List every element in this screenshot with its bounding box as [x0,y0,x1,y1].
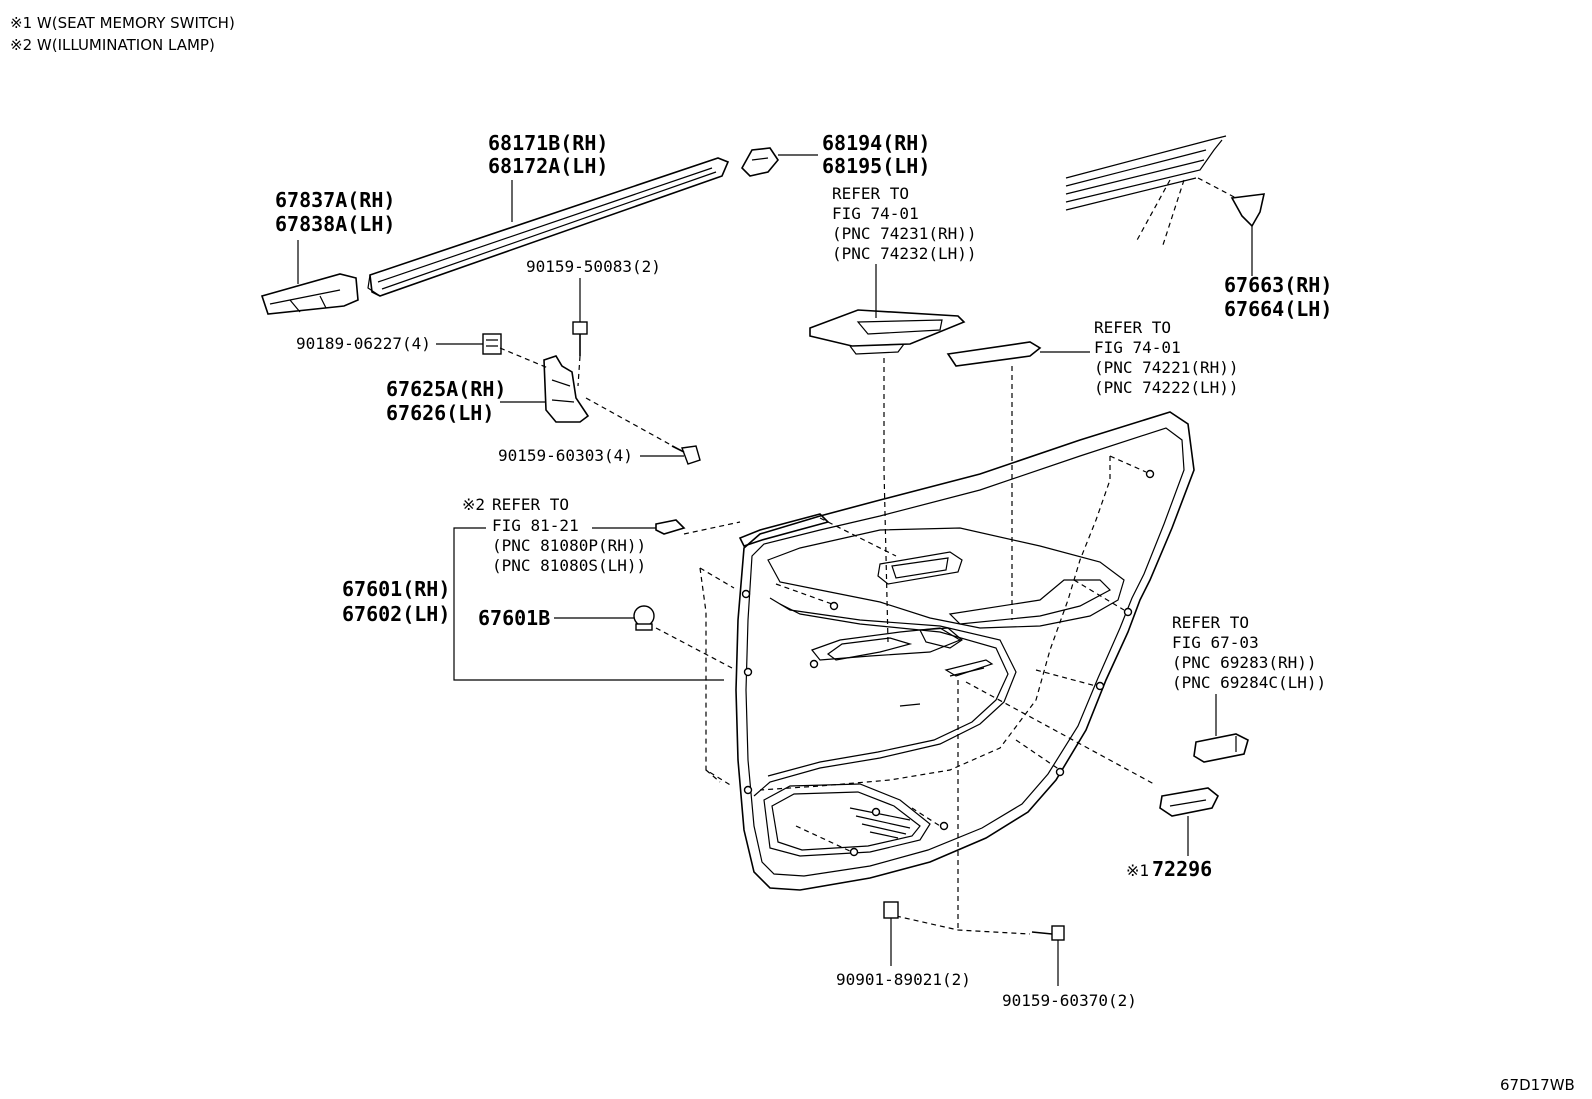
ref4-line1: REFER TO [1172,613,1249,632]
label-67664: 67664(LH) [1224,297,1332,321]
assembly-line-garnish [1197,177,1237,199]
label-68171b: 68171B(RH) [488,131,608,155]
belt-moulding-part[interactable] [367,157,730,297]
ref4-line2: FIG 67-03 [1172,633,1259,652]
label-68195: 68195(LH) [822,154,930,178]
ref4-line4: (PNC 69284C(LH)) [1172,673,1326,692]
label-67626: 67626(LH) [386,401,494,425]
ref3-mark: ※2 [462,495,485,514]
courtesy-lamp-part[interactable] [655,519,686,535]
label-67663: 67663(RH) [1224,273,1332,297]
ref1-line3: (PNC 74231(RH)) [832,224,977,243]
label-68172a: 68172A(LH) [488,154,608,178]
assembly-line-screw [585,397,681,451]
screw-90159-60370-part[interactable] [1031,925,1065,941]
assembly-line-bolt [577,355,581,387]
label-67838a: 67838A(LH) [275,212,395,236]
label-67601b: 67601B [478,606,550,630]
clip-90189-06227-part[interactable] [482,333,502,355]
label-90159-50083: 90159-50083(2) [526,257,661,276]
label-72296-mark: ※1 [1126,861,1149,880]
label-90159-60370: 90159-60370(2) [1002,991,1137,1010]
ref2-line3: (PNC 74221(RH)) [1094,358,1239,377]
power-window-switch-base-part[interactable] [809,309,966,355]
diagram-code: 67D17WB [1500,1076,1575,1094]
trim-clip-67601b-part[interactable] [633,605,655,631]
label-90159-60303: 90159-60303(4) [498,446,633,465]
label-67625a: 67625A(RH) [386,377,506,401]
label-90189-06227: 90189-06227(4) [296,334,431,353]
ref2-line1: REFER TO [1094,318,1171,337]
armrest-pad-part[interactable] [946,341,1042,367]
ref3-line2: FIG 81-21 [492,516,579,535]
note-illumination-lamp: ※2 W(ILLUMINATION LAMP) [10,36,215,54]
moulding-clip-part[interactable] [741,147,779,177]
label-90901-89021: 90901-89021(2) [836,970,971,989]
leader-bracket-67601 [453,527,724,681]
assembly-line-clip [499,347,549,369]
inside-handle-part[interactable] [1193,733,1249,763]
label-68194: 68194(RH) [822,131,930,155]
moulding-end-cap-part[interactable] [260,273,359,315]
assembly-line-lamp [683,521,741,535]
ref3-line3: (PNC 81080P(RH)) [492,536,646,555]
ref3-line1: REFER TO [492,495,569,514]
door-trim-bracket-part[interactable] [543,355,590,423]
note-seat-memory-switch: ※1 W(SEAT MEMORY SWITCH) [10,14,235,32]
door-frame-glass-run-part [1065,135,1227,249]
ref2-line4: (PNC 74222(LH)) [1094,378,1239,397]
ref3-line4: (PNC 81080S(LH)) [492,556,646,575]
label-67602: 67602(LH) [342,602,450,626]
label-67601: 67601(RH) [342,577,450,601]
door-trim-panel-part[interactable] [735,411,1195,891]
door-frame-garnish-part[interactable] [1230,193,1266,228]
seat-memory-switch-part[interactable] [1159,787,1220,817]
ref2-line2: FIG 74-01 [1094,338,1181,357]
bolt-90159-50083-part[interactable] [572,321,588,356]
panel-assembly-lines [699,358,1155,935]
ref4-line3: (PNC 69283(RH)) [1172,653,1317,672]
assembly-line-67601b [655,627,733,669]
ref1-line2: FIG 74-01 [832,204,919,223]
label-72296: 72296 [1152,857,1212,881]
clip-nut-90901-89021-part[interactable] [883,901,899,919]
panel-clip-points [741,469,1155,857]
screw-90159-60303-part[interactable] [671,445,701,465]
ref1-line4: (PNC 74232(LH)) [832,244,977,263]
label-67837a: 67837A(RH) [275,188,395,212]
ref1-line1: REFER TO [832,184,909,203]
